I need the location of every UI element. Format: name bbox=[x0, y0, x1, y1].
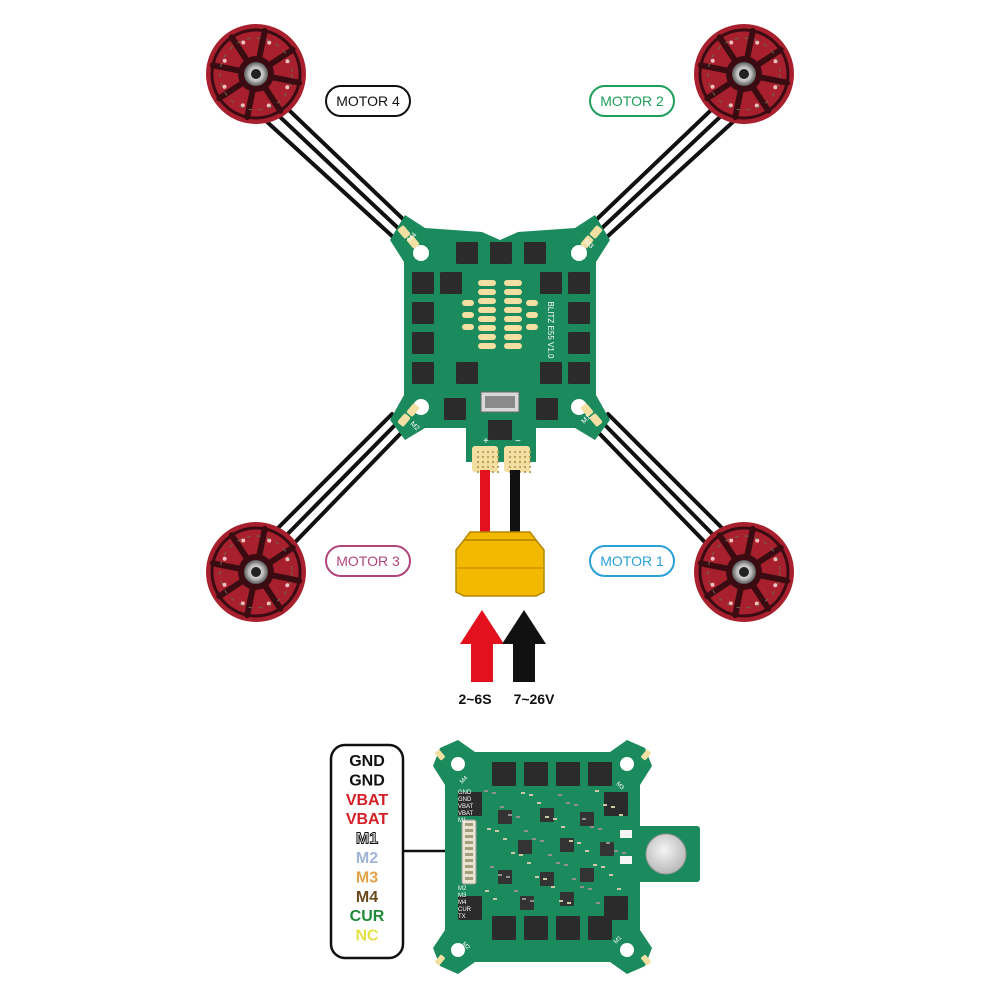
pinout-label-gnd-0: GND bbox=[349, 753, 385, 770]
pinout-label-cur-8: CUR bbox=[350, 908, 385, 925]
bottom-pad-label-m1: M1 bbox=[613, 935, 624, 946]
motor-2 bbox=[694, 24, 794, 124]
motor-3-label-text: MOTOR 3 bbox=[336, 553, 400, 569]
negative-arrow bbox=[502, 610, 546, 682]
mosfet-chips bbox=[412, 242, 590, 420]
motor-solder-pads bbox=[397, 225, 603, 427]
pinout-label-m3-6: M3 bbox=[356, 869, 378, 886]
connector-pin-label-2: VBAT bbox=[458, 804, 474, 810]
mount-hole-tr bbox=[571, 245, 587, 261]
mount-hole-b-tl bbox=[451, 757, 465, 771]
connector-pin-label-8: CUR bbox=[458, 907, 472, 913]
connector-pin-label-5: M2 bbox=[458, 886, 467, 892]
pinout-label-m4-7: M4 bbox=[356, 889, 378, 906]
motor-label-4: MOTOR 4 bbox=[325, 85, 411, 117]
motor-label-2: MOTOR 2 bbox=[589, 85, 675, 117]
xt60-connector bbox=[455, 531, 545, 597]
wire-motor-2-c bbox=[594, 90, 732, 222]
esc-board-top: M4 M3 M2 M1 BLITZ E55 V1.0 + − bbox=[390, 215, 610, 474]
connector-pin-label-1: GND bbox=[458, 797, 472, 803]
voltage-range-label: 7~26V bbox=[514, 691, 556, 707]
plus-sign: + bbox=[483, 436, 489, 447]
positive-arrow bbox=[460, 610, 504, 682]
positive-lead bbox=[480, 470, 490, 542]
esc-pcb-bottom bbox=[433, 740, 652, 974]
pinout-label-vbat-2: VBAT bbox=[346, 792, 389, 809]
mount-hole-b-br bbox=[620, 943, 634, 957]
pad-label-m3: M3 bbox=[583, 238, 595, 250]
negative-lead bbox=[510, 470, 520, 542]
pinout-label-m2-5: M2 bbox=[356, 850, 378, 867]
mount-hole-tl bbox=[413, 245, 429, 261]
connector-pin-label-9: TX bbox=[458, 914, 466, 920]
pad-label-m1: M1 bbox=[580, 414, 592, 426]
motor-label-1: MOTOR 1 bbox=[589, 545, 675, 577]
minus-sign: − bbox=[515, 436, 521, 447]
connector-pin-label-7: M4 bbox=[458, 900, 467, 906]
motor-3 bbox=[206, 522, 306, 622]
pinout-label-vbat-3: VBAT bbox=[346, 811, 389, 828]
connector-pin-label-4: M1 bbox=[458, 818, 467, 824]
wire-motor-4-c bbox=[268, 90, 406, 222]
mount-hole-b-bl bbox=[451, 943, 465, 957]
connector-pin-label-3: VBAT bbox=[458, 811, 474, 817]
connector-pin-label-0: GND bbox=[458, 790, 472, 796]
regulator-chip bbox=[488, 420, 512, 440]
power-leads bbox=[480, 470, 520, 542]
pad-label-m4: M4 bbox=[406, 232, 418, 244]
pad-label-m2: M2 bbox=[409, 420, 421, 432]
motor-2-label-text: MOTOR 2 bbox=[600, 93, 664, 109]
center-copper-pads bbox=[462, 280, 538, 349]
bottom-mosfet-chips bbox=[458, 762, 628, 940]
pinout-label-nc-9: NC bbox=[355, 928, 379, 945]
motor-label-3: MOTOR 3 bbox=[325, 545, 411, 577]
pinout-label-gnd-1: GND bbox=[349, 772, 385, 789]
esc-board-name: BLITZ E55 V1.0 bbox=[546, 302, 555, 359]
power-solder-tab-positive bbox=[472, 446, 500, 474]
wire-motor-4-b bbox=[252, 108, 394, 238]
bottom-pad-label-m2: M2 bbox=[461, 941, 472, 952]
wire-motor-4-a bbox=[260, 98, 400, 230]
bottom-pad-label-m4: M4 bbox=[459, 775, 470, 786]
motor-4-label-text: MOTOR 4 bbox=[336, 93, 400, 109]
wire-motor-2-b bbox=[606, 108, 748, 238]
mount-hole-b-tr bbox=[620, 757, 634, 771]
cell-range-label: 2~6S bbox=[458, 691, 491, 707]
bottom-pad-label-m3: M3 bbox=[615, 781, 626, 792]
wire-motor-2-a bbox=[600, 98, 740, 230]
motor-4 bbox=[206, 24, 306, 124]
bottom-small-components bbox=[484, 790, 632, 910]
motors bbox=[206, 24, 794, 622]
power-solder-tab-negative bbox=[504, 446, 532, 474]
motor-1 bbox=[694, 522, 794, 622]
button-cell bbox=[645, 833, 687, 875]
motor-1-label-text: MOTOR 1 bbox=[600, 553, 664, 569]
pinout-label-m1-4: M1 bbox=[356, 831, 378, 848]
connector-pin-label-6: M3 bbox=[458, 893, 467, 899]
